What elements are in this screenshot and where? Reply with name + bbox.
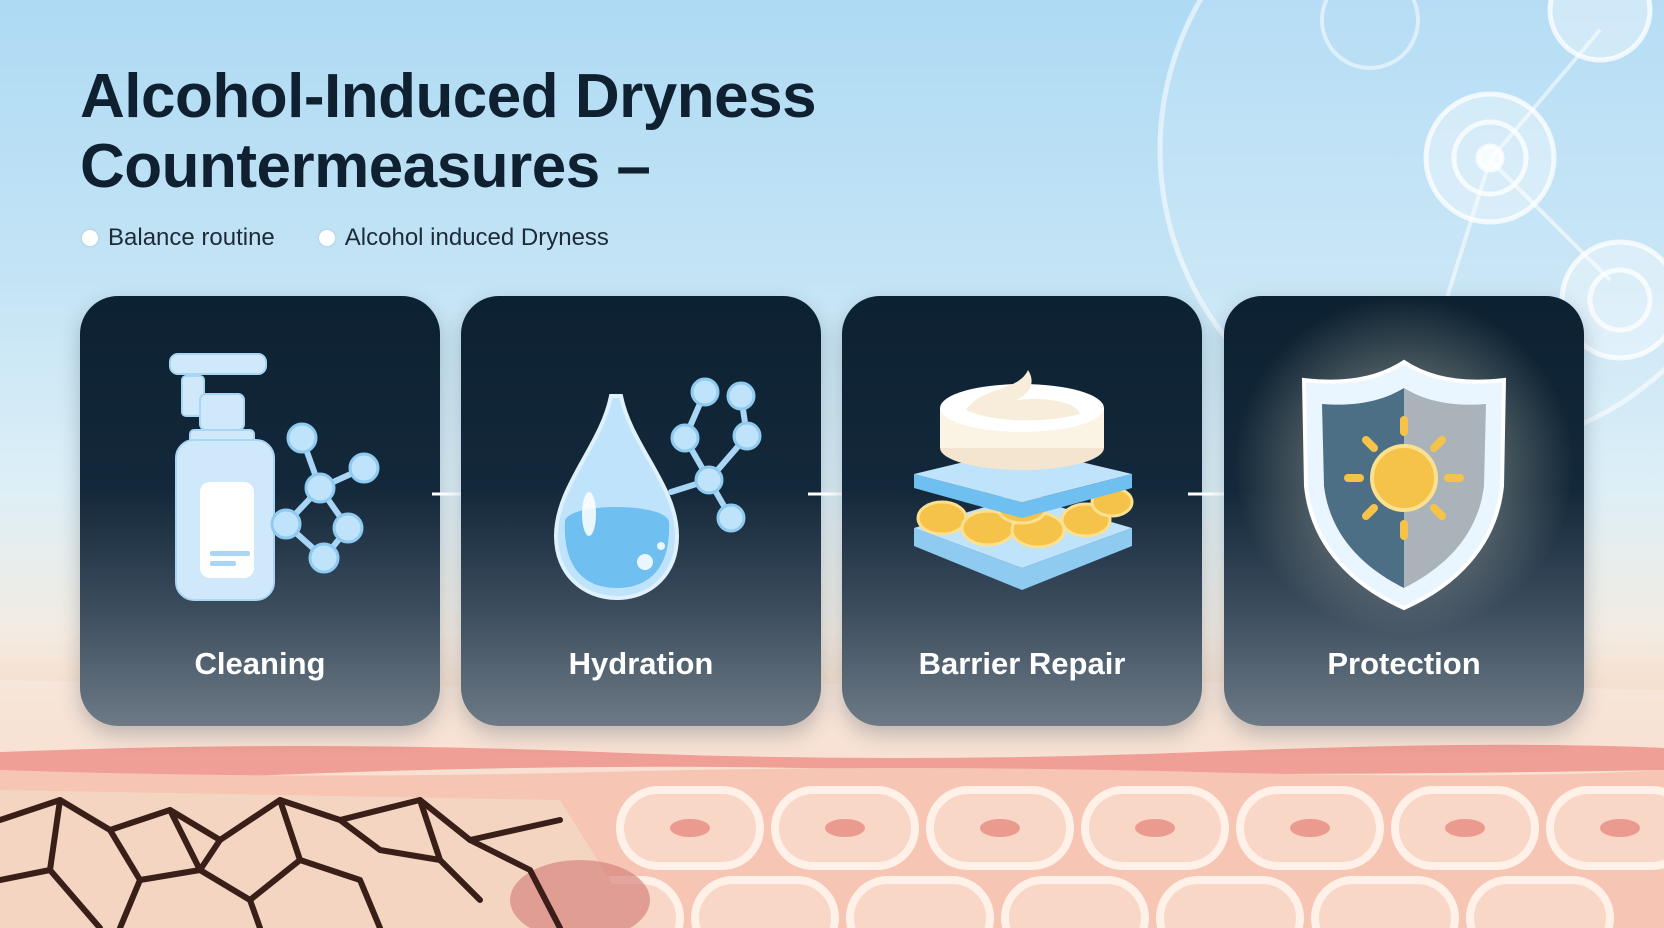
step-card-barrier-repair: Barrier Repair [842,296,1202,726]
tag-item: Alcohol induced Dryness [318,224,609,252]
cell-icon [1423,0,1664,361]
sun-shield-icon [1234,296,1574,636]
skin-cells-illustration [536,786,1664,928]
step-label: Hydration [568,646,714,681]
tag-label: Balance routine [108,224,275,251]
step-card-hydration: Hydration [461,296,821,726]
step-label: Barrier Repair [918,646,1126,681]
step-label: Protection [1327,646,1481,681]
cleanser-bottle-icon [169,353,380,601]
tag-list: Balance routine Alcohol induced Dryness [82,224,609,252]
step-card-protection: Protection [1224,296,1584,726]
bullet-dot-icon [82,230,98,246]
step-card-cleaning: Cleaning [80,296,440,726]
step-cards: Cleaning [80,296,1584,726]
barrier-cream-icon [914,370,1134,590]
water-drop-icon [553,377,762,601]
title-line-1: Alcohol-Induced Dryness [80,62,817,131]
cracked-skin-illustration [0,797,563,928]
tag-label: Alcohol induced Dryness [344,224,609,251]
step-label: Cleaning [194,646,326,681]
tag-item: Balance routine [82,224,275,252]
page-title: Alcohol-Induced Dryness Countermeasures … [80,62,817,202]
title-line-2: Countermeasures – [80,132,651,201]
bullet-dot-icon [318,230,335,246]
